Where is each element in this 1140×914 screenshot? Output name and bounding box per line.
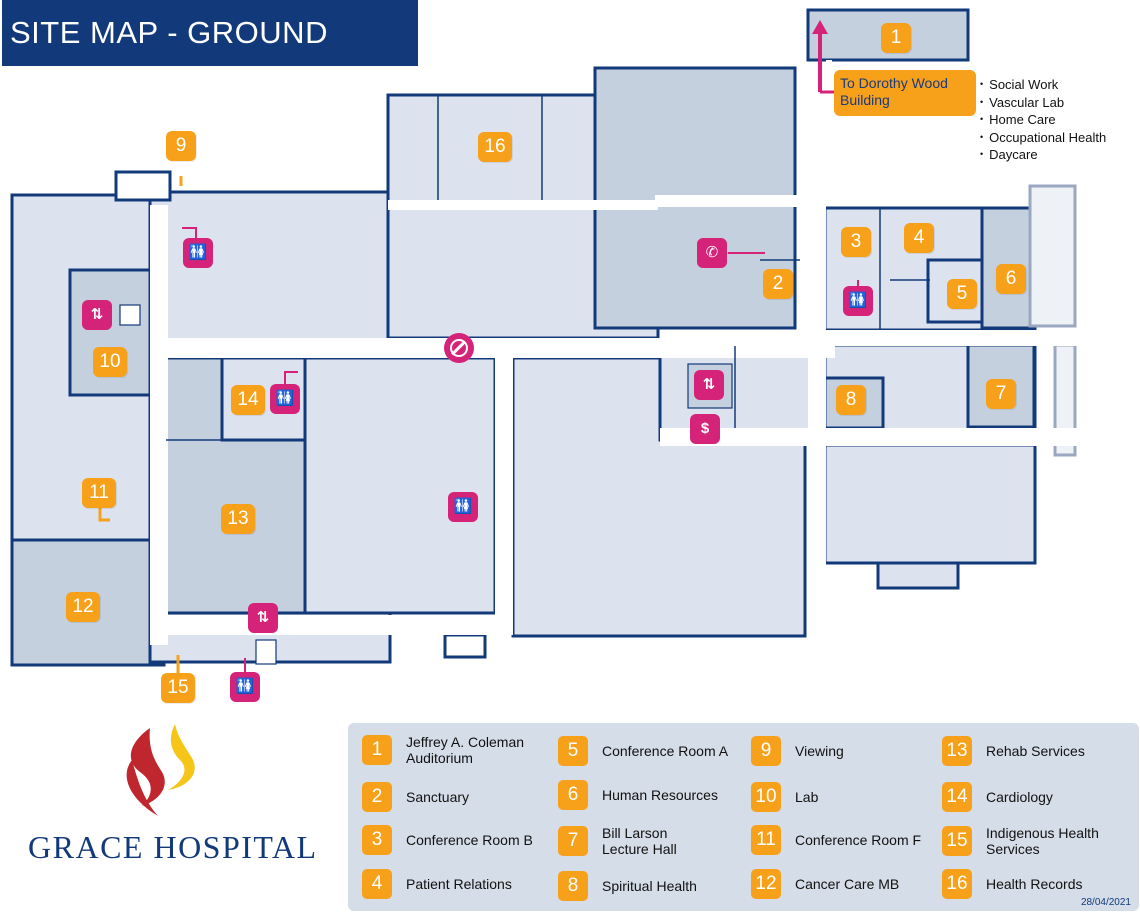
legend-item-5[interactable]: 5 Conference Room A xyxy=(558,736,728,766)
legend-item-10[interactable]: 10 Lab xyxy=(751,782,818,812)
revision-date: 28/04/2021 xyxy=(1080,897,1131,908)
elevator-icon[interactable]: ⇅ xyxy=(82,300,112,330)
legend-number: 11 xyxy=(751,825,781,855)
map-marker-16[interactable]: 16 xyxy=(478,132,512,162)
legend-label: Cancer Care MB xyxy=(795,876,900,892)
legend-label: Viewing xyxy=(795,743,844,759)
restroom-icon[interactable]: 🚻 xyxy=(183,238,213,268)
page-title: SITE MAP - GROUND FLOOR xyxy=(2,0,418,116)
map-marker-10[interactable]: 10 xyxy=(93,347,127,377)
legend-item-4[interactable]: 4 Patient Relations xyxy=(362,869,512,899)
elevator-icon[interactable]: ⇅ xyxy=(248,603,278,633)
legend-item-11[interactable]: 11 Conference Room F xyxy=(751,825,921,855)
map-marker-2[interactable]: 2 xyxy=(763,269,793,299)
destination-line-1: To Dorothy Wood xyxy=(840,75,948,91)
no-entry-icon[interactable] xyxy=(444,333,474,363)
legend-item-2[interactable]: 2 Sanctuary xyxy=(362,782,469,812)
legend-label: Sanctuary xyxy=(406,789,470,805)
legend-label: Rehab Services xyxy=(986,743,1085,759)
list-item: Occupational Health xyxy=(980,129,1106,147)
legend-item-14[interactable]: 14 Cardiology xyxy=(942,782,1053,812)
list-item: Daycare xyxy=(980,146,1106,164)
legend-label: Health Records xyxy=(986,876,1083,892)
legend-number: 6 xyxy=(558,780,588,810)
list-item: Social Work xyxy=(980,76,1106,94)
legend-label: Patient Relations xyxy=(406,876,512,892)
legend-number: 16 xyxy=(942,869,972,899)
map-marker-4[interactable]: 4 xyxy=(904,223,934,253)
legend-number: 14 xyxy=(942,782,972,812)
map-marker-1[interactable]: 1 xyxy=(881,23,911,53)
legend-item-6[interactable]: 6 Human Resources xyxy=(558,780,718,810)
grace-hospital-logo xyxy=(126,724,195,816)
elevator-icon[interactable]: ⇅ xyxy=(694,370,724,400)
legend-number: 13 xyxy=(942,736,972,766)
list-item: Home Care xyxy=(980,111,1106,129)
legend-label: Conference Room A xyxy=(602,743,729,759)
map-marker-8[interactable]: 8 xyxy=(836,385,866,415)
map-marker-13[interactable]: 13 xyxy=(221,504,255,534)
destination-label[interactable]: To Dorothy Wood Building xyxy=(834,70,976,116)
atm-icon[interactable]: $ xyxy=(690,414,720,444)
legend-item-8[interactable]: 8 Spiritual Health xyxy=(558,871,697,901)
legend-number: 10 xyxy=(751,782,781,812)
legend-label: Conference Room B xyxy=(406,832,533,848)
brand-name: GRACE HOSPITAL xyxy=(28,829,318,865)
destination-line-2: Building xyxy=(840,92,890,108)
list-item: Vascular Lab xyxy=(980,94,1106,112)
legend-item-16[interactable]: 16 Health Records xyxy=(942,869,1083,899)
restroom-icon[interactable]: 🚻 xyxy=(270,384,300,414)
legend-number: 12 xyxy=(751,869,781,899)
legend-label: Human Resources xyxy=(602,787,718,803)
map-marker-5[interactable]: 5 xyxy=(947,279,977,309)
legend-label: Spiritual Health xyxy=(602,878,697,894)
restroom-icon[interactable]: 🚻 xyxy=(448,492,478,522)
legend-number: 1 xyxy=(362,735,392,765)
info-phone-icon[interactable]: ✆ xyxy=(697,238,727,268)
map-marker-3[interactable]: 3 xyxy=(841,227,871,257)
map-marker-11[interactable]: 11 xyxy=(82,478,116,508)
legend-number: 7 xyxy=(558,826,588,856)
legend-item-12[interactable]: 12 Cancer Care MB xyxy=(751,869,899,899)
legend-label: Conference Room F xyxy=(795,832,922,848)
legend-item-9[interactable]: 9 Viewing xyxy=(751,736,844,766)
legend-number: 3 xyxy=(362,825,392,855)
dorothy-wood-services-list: Social Work Vascular Lab Home Care Occup… xyxy=(980,76,1106,164)
legend-item-13[interactable]: 13 Rehab Services xyxy=(942,736,1085,766)
legend-label: Lab xyxy=(795,789,819,805)
legend-label: Cardiology xyxy=(986,789,1053,805)
map-marker-9[interactable]: 9 xyxy=(166,131,196,161)
legend-number: 15 xyxy=(942,826,972,856)
legend-item-3[interactable]: 3 Conference Room B xyxy=(362,825,533,855)
map-marker-15[interactable]: 15 xyxy=(161,673,195,703)
legend-number: 9 xyxy=(751,736,781,766)
restroom-icon[interactable]: 🚻 xyxy=(843,286,873,316)
up-arrow-icon xyxy=(812,18,828,93)
legend-number: 2 xyxy=(362,782,392,812)
legend-number: 5 xyxy=(558,736,588,766)
restroom-icon[interactable]: 🚻 xyxy=(230,672,260,702)
legend-number: 4 xyxy=(362,869,392,899)
map-marker-7[interactable]: 7 xyxy=(986,379,1016,409)
map-marker-6[interactable]: 6 xyxy=(996,264,1026,294)
legend-number: 8 xyxy=(558,871,588,901)
map-marker-14[interactable]: 14 xyxy=(231,385,265,415)
map-marker-12[interactable]: 12 xyxy=(66,592,100,622)
